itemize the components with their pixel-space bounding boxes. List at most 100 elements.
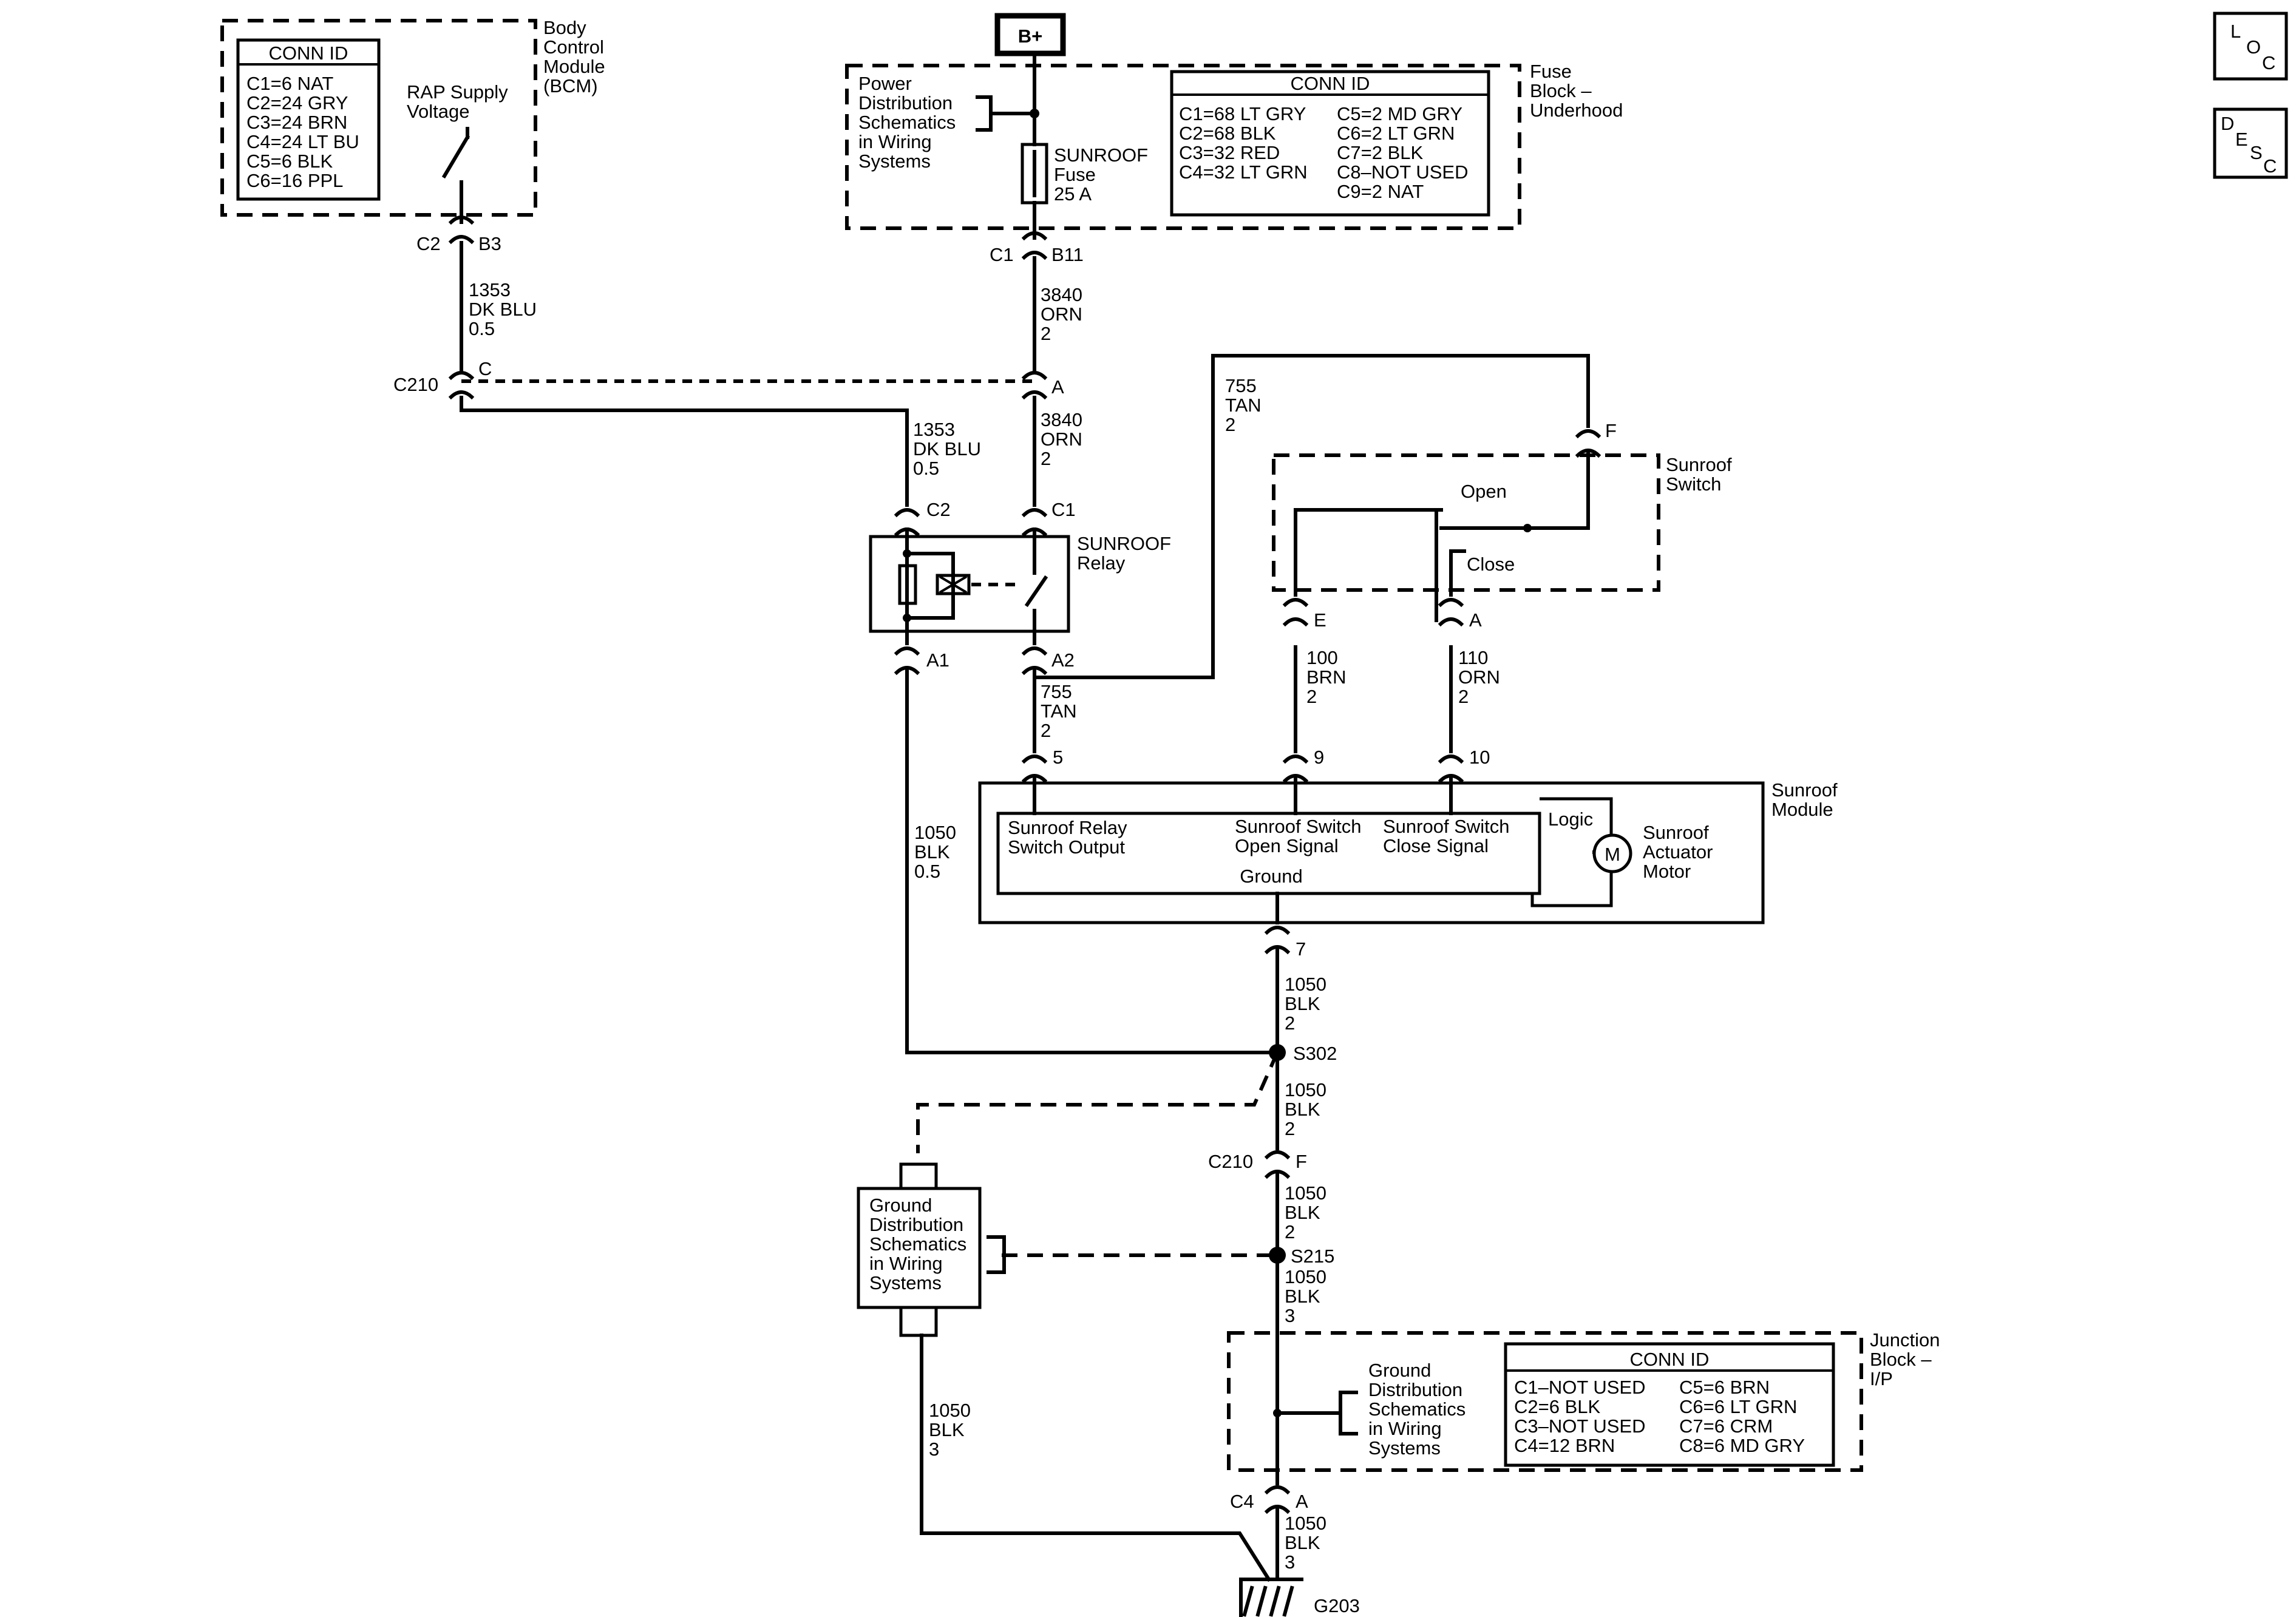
wire-755-tan-lower: 755 TAN 2 — [1041, 681, 1077, 741]
module-pin-5: 5 — [1053, 747, 1063, 768]
svg-text:755: 755 — [1041, 681, 1072, 702]
switch-pin-f: F — [1605, 420, 1617, 441]
svg-text:2: 2 — [1285, 1118, 1295, 1139]
svg-text:Systems: Systems — [858, 151, 931, 172]
connectors: C2 B3 C1 B11 C2 C1 A1 A2 F — [416, 213, 1617, 1514]
svg-text:Fuse: Fuse — [1530, 61, 1572, 82]
motor-symbol: M — [1592, 833, 1632, 873]
c210-upper-label: C210 — [393, 374, 438, 395]
svg-text:1050: 1050 — [914, 822, 956, 843]
svg-text:Underhood: Underhood — [1530, 100, 1623, 121]
svg-text:C5=2 MD GRY: C5=2 MD GRY — [1337, 103, 1462, 124]
switch-pin-a: A — [1469, 609, 1482, 631]
svg-text:C3–NOT USED: C3–NOT USED — [1514, 1415, 1646, 1437]
svg-text:C8–NOT USED: C8–NOT USED — [1337, 161, 1469, 183]
svg-text:TAN: TAN — [1225, 395, 1262, 416]
relay-pin-a1: A1 — [926, 649, 949, 671]
module-pin-9: 9 — [1314, 747, 1324, 768]
svg-text:ORN: ORN — [1458, 666, 1500, 688]
svg-text:Sunroof Relay: Sunroof Relay — [1008, 817, 1127, 838]
svg-text:3: 3 — [1285, 1551, 1295, 1573]
loc-button[interactable]: L O C — [2213, 12, 2288, 81]
junction-ground-distribution-reference[interactable]: Ground Distribution Schematics in Wiring… — [1339, 1360, 1466, 1459]
splice-s215 — [1269, 1247, 1286, 1264]
svg-text:C5=6 BLK: C5=6 BLK — [246, 151, 333, 172]
rap-supply-label: RAP Supply — [407, 81, 508, 103]
module-logic-label: Logic — [1548, 808, 1593, 830]
svg-text:Actuator: Actuator — [1643, 841, 1713, 863]
wire-100-brn: 100 BRN 2 — [1306, 647, 1346, 707]
wire-1050-blk-4: 1050 BLK 3 — [1285, 1266, 1326, 1326]
svg-text:SUNROOF: SUNROOF — [1054, 144, 1148, 166]
c210-pin-a: A — [1051, 376, 1064, 398]
body-control-module: Body Control Module (BCM) CONN ID C1=6 N… — [220, 17, 605, 217]
wire-3840-orn-top: 3840 ORN 2 — [1041, 284, 1082, 344]
splice-s302-label: S302 — [1293, 1043, 1337, 1064]
switch-close-label: Close — [1467, 554, 1515, 575]
svg-text:3840: 3840 — [1041, 284, 1082, 305]
svg-text:BLK: BLK — [1285, 993, 1320, 1014]
svg-text:Switch: Switch — [1666, 473, 1721, 495]
svg-text:1050: 1050 — [1285, 1513, 1326, 1534]
svg-text:C4=24 LT BU: C4=24 LT BU — [246, 131, 359, 152]
svg-text:Relay: Relay — [1077, 552, 1126, 574]
svg-text:Junction: Junction — [1870, 1329, 1940, 1351]
fuse-block-title: Fuse Block – Underhood — [1530, 61, 1623, 121]
svg-text:2: 2 — [1041, 720, 1051, 741]
svg-text:C7=6 CRM: C7=6 CRM — [1679, 1415, 1773, 1437]
bcm-title: Body Control Module (BCM) — [543, 17, 605, 97]
svg-text:SUNROOF: SUNROOF — [1077, 533, 1171, 554]
svg-text:Body: Body — [543, 17, 586, 38]
junction-connector-c4: C4 — [1230, 1491, 1254, 1512]
svg-text:BRN: BRN — [1306, 666, 1346, 688]
svg-text:0.5: 0.5 — [913, 458, 939, 479]
desc-letter-d: D — [2221, 113, 2234, 134]
svg-text:1050: 1050 — [1285, 1182, 1326, 1204]
svg-text:755: 755 — [1225, 375, 1257, 396]
svg-text:in Wiring: in Wiring — [858, 131, 932, 152]
fuse-block-conn-id-header: CONN ID — [1291, 73, 1370, 94]
svg-text:Systems: Systems — [869, 1272, 942, 1293]
svg-text:Block –: Block – — [1530, 80, 1592, 101]
rap-voltage-label: Voltage — [407, 101, 469, 122]
svg-text:Control: Control — [543, 36, 604, 58]
svg-text:0.5: 0.5 — [469, 318, 495, 339]
svg-text:1050: 1050 — [929, 1400, 971, 1421]
svg-text:Distribution: Distribution — [869, 1214, 963, 1235]
splice-s215-label: S215 — [1291, 1246, 1334, 1267]
svg-text:Motor: Motor — [1643, 861, 1691, 882]
svg-text:BLK: BLK — [1285, 1532, 1320, 1553]
wire-labels: 1353 DK BLU 0.5 3840 ORN 2 1353 DK BLU 0… — [469, 279, 1500, 1573]
svg-text:2: 2 — [1041, 323, 1051, 344]
desc-letter-s: S — [2250, 142, 2263, 163]
svg-text:C9=2 NAT: C9=2 NAT — [1337, 181, 1424, 202]
wire-1050-blk-2: 1050 BLK 2 — [1285, 1079, 1326, 1139]
loc-letter-c: C — [2262, 52, 2275, 73]
ground-distribution-left[interactable]: Ground Distribution Schematics in Wiring… — [857, 1162, 1006, 1337]
svg-text:Fuse: Fuse — [1054, 164, 1096, 185]
fuse-connector-c1: C1 — [990, 244, 1014, 265]
fuse-block-conn-id-table: CONN ID C1=68 LT GRY C2=68 BLK C3=32 RED… — [1170, 70, 1490, 217]
ground-g203: G203 — [1239, 1578, 1360, 1617]
power-distribution-reference[interactable]: Power Distribution Schematics in Wiring … — [858, 73, 1036, 172]
svg-text:Schematics: Schematics — [869, 1233, 966, 1255]
wiring — [460, 52, 1590, 1582]
module-pin-7: 7 — [1296, 938, 1306, 960]
junction-block-title: Junction Block – I/P — [1870, 1329, 1940, 1389]
svg-text:I/P: I/P — [1870, 1368, 1893, 1389]
svg-text:2: 2 — [1285, 1221, 1295, 1242]
svg-text:Power: Power — [858, 73, 912, 94]
svg-text:100: 100 — [1306, 647, 1338, 668]
connector-bcm-c2-b3: C2 B3 — [416, 213, 501, 254]
wire-3840-orn-mid: 3840 ORN 2 — [1041, 409, 1082, 469]
desc-button[interactable]: D E S C — [2213, 107, 2288, 179]
connector-fuse-c1-b11: C1 B11 — [990, 229, 1084, 265]
svg-text:Ground: Ground — [869, 1195, 932, 1216]
wire-1050-blk-ground-left: 1050 BLK 3 — [929, 1400, 971, 1460]
svg-text:C4=32 LT GRN: C4=32 LT GRN — [1179, 161, 1308, 183]
wire-1050-blk-5: 1050 BLK 3 — [1285, 1513, 1326, 1573]
wire-1050-blk-1: 1050 BLK 2 — [1285, 974, 1326, 1034]
sunroof-module: Sunroof Module Sunroof Relay Switch Outp… — [978, 779, 1838, 924]
svg-text:C1=68 LT GRY: C1=68 LT GRY — [1179, 103, 1306, 124]
